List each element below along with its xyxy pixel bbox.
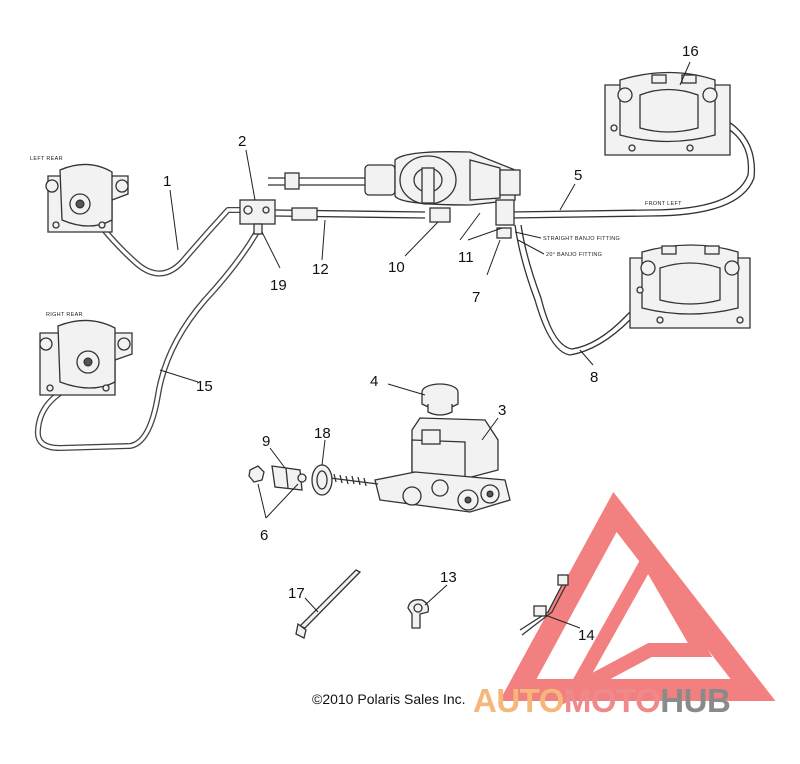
leader-lines <box>159 61 691 629</box>
clevis <box>248 465 307 491</box>
callout-7: 7 <box>472 289 480 306</box>
callout-4: 4 <box>370 373 378 390</box>
watermark-moto: MOTO <box>564 682 660 719</box>
front-left-caliper <box>604 71 731 156</box>
callout-1: 1 <box>163 173 171 190</box>
callout-3: 3 <box>498 402 506 419</box>
watermark-hub: HUB <box>660 682 730 719</box>
callout-8: 8 <box>590 369 598 386</box>
callout-18: 18 <box>314 425 331 442</box>
front-right-caliper <box>629 244 751 329</box>
watermark-auto: AUTO <box>473 682 564 719</box>
callout-19: 19 <box>270 277 287 294</box>
reservoir-cap <box>421 383 459 416</box>
label-20-banjo: 20° BANJO FITTING <box>546 252 602 258</box>
right-rear-caliper <box>39 319 133 396</box>
bracket <box>519 574 569 636</box>
callout-13: 13 <box>440 569 457 586</box>
callout-2: 2 <box>238 133 246 150</box>
callout-11: 11 <box>458 249 474 266</box>
callout-14: 14 <box>578 627 595 644</box>
label-left-rear: LEFT REAR <box>30 156 63 162</box>
watermark-logo-icon <box>499 491 776 708</box>
cable-tie <box>295 569 362 639</box>
callout-15: 15 <box>196 378 213 395</box>
callout-6: 6 <box>260 527 268 544</box>
callout-10: 10 <box>388 259 405 276</box>
left-rear-caliper <box>45 163 129 233</box>
callouts: 1 2 3 4 5 6 7 8 9 10 11 12 13 14 15 16 1… <box>163 43 699 644</box>
label-straight-banjo: STRAIGHT BANJO FITTING <box>543 236 620 242</box>
clip <box>407 599 430 629</box>
callout-17: 17 <box>288 585 305 602</box>
master-cylinder <box>329 417 511 513</box>
boot <box>311 464 333 496</box>
junction-block <box>239 199 318 235</box>
callout-5: 5 <box>574 167 582 184</box>
callout-9: 9 <box>262 433 270 450</box>
label-right-rear: RIGHT REAR <box>46 312 83 318</box>
label-front-left: FRONT LEFT <box>645 201 682 207</box>
copyright-text: ©2010 Polaris Sales Inc. <box>312 691 466 707</box>
master-cylinder-top <box>268 151 521 239</box>
callout-12: 12 <box>312 261 329 278</box>
watermark-text: AUTOMOTOHUB <box>473 682 730 719</box>
callout-16: 16 <box>682 43 699 60</box>
